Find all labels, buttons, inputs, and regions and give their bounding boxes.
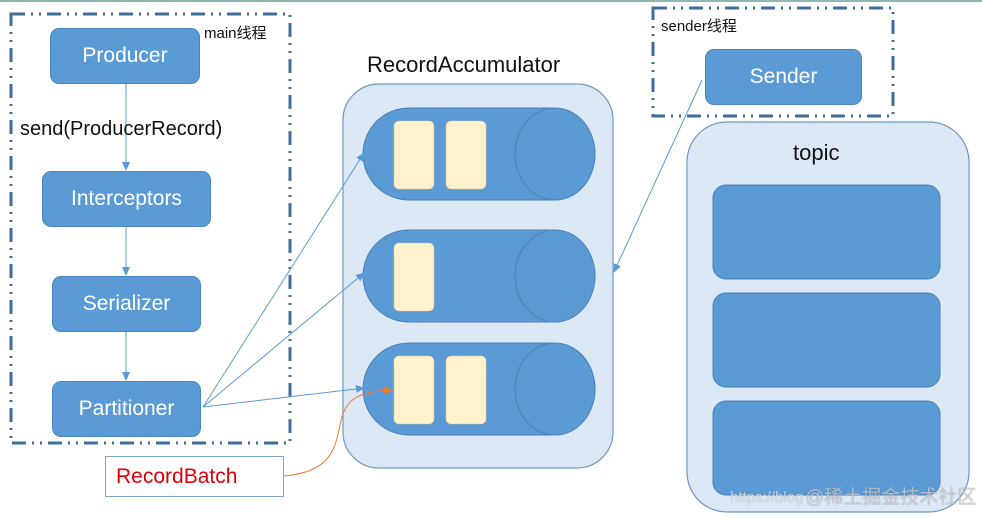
arrow-sender-to-accumulator xyxy=(613,79,703,273)
arrow-partitioner-to-queue-3 xyxy=(202,384,365,408)
queue-end-cap xyxy=(514,107,596,201)
producer-box: Producer xyxy=(50,28,200,84)
arrow-recordbatch-callout xyxy=(283,386,393,477)
record-batch xyxy=(445,355,487,425)
queue-end-cap xyxy=(514,229,596,323)
sender-thread-container xyxy=(651,6,895,118)
record-queue xyxy=(362,107,596,201)
record-batch xyxy=(393,355,435,425)
top-border-line xyxy=(0,0,982,2)
record-batch-callout: RecordBatch xyxy=(105,456,284,497)
interceptors-box: Interceptors xyxy=(42,171,211,227)
queue-end-cap xyxy=(514,342,596,436)
topic-label: topic xyxy=(793,140,840,165)
record-queue xyxy=(362,342,596,436)
topic-partition xyxy=(712,292,941,388)
sender-thread-label: sender线程 xyxy=(661,18,737,35)
serializer-box: Serializer xyxy=(52,276,201,332)
record-batch xyxy=(393,120,435,190)
main-thread-label: main线程 xyxy=(204,25,267,42)
record-batch xyxy=(445,120,487,190)
topic-partition xyxy=(712,400,941,496)
record-batch-label: RecordBatch xyxy=(116,464,238,488)
topic-partition xyxy=(712,184,941,280)
accumulator-label: RecordAccumulator xyxy=(367,52,561,77)
watermark-text: @稀土掘金技术社区 xyxy=(805,487,977,508)
partitioner-box: Partitioner xyxy=(52,381,201,437)
watermark-url: https://blog xyxy=(730,489,804,506)
record-batch xyxy=(393,242,435,312)
main-thread-container xyxy=(9,12,292,445)
record-queue xyxy=(362,229,596,323)
arrow-partitioner-to-queue-1 xyxy=(202,152,365,408)
send-call-label: send(ProducerRecord) xyxy=(20,118,223,140)
arrow-partitioner-to-queue-2 xyxy=(202,272,365,408)
sender-box: Sender xyxy=(705,49,862,105)
